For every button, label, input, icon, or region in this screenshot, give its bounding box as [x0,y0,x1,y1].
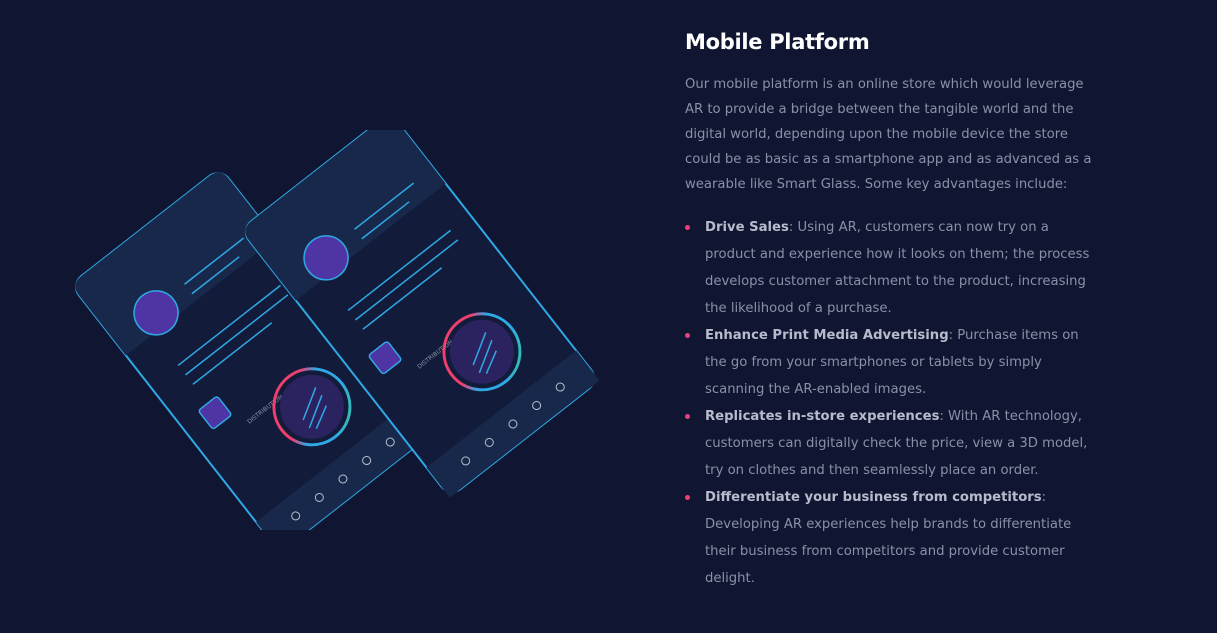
thumbnail-right [368,341,402,375]
bullet-text: : Using AR, customers can now try on a p… [705,220,1090,316]
avatar-right [303,235,349,281]
advantages-list: Drive Sales: Using AR, customers can now… [685,214,1095,592]
section-title: Mobile Platform [685,30,870,54]
transfer-icon [484,437,494,447]
list-item: Replicates in-store experiences: With AR… [685,403,1095,484]
menu-icon [555,382,565,392]
gear-icon [362,456,372,466]
gear-icon [532,401,542,411]
bullet-dot [685,333,690,338]
bullet-text: : Purchase items on the go from your sma… [705,328,1079,397]
content-column: Mobile Platform Our mobile platform is a… [685,28,1095,592]
transfer-icon [314,492,324,502]
section-intro: Our mobile platform is an online store w… [685,77,1092,192]
bullet-text: : With AR technology, customers can digi… [705,409,1088,478]
list-item: Drive Sales: Using AR, customers can now… [685,214,1095,322]
activity-icon [508,419,518,429]
phones-illustration: DISTRIBUTION DISTRIBUTION [75,130,600,530]
phone-right: DISTRIBUTION [245,130,600,498]
bullet-title: Differentiate your business from competi… [705,490,1042,505]
cloud-icon [461,456,471,466]
activity-icon [338,474,348,484]
thumbnail-left [198,396,232,430]
menu-icon [385,437,395,447]
list-item: Differentiate your business from competi… [685,484,1095,592]
bullet-title: Drive Sales [705,220,789,235]
bullet-title: Replicates in-store experiences [705,409,940,424]
cloud-icon [291,511,301,521]
bullet-text: : Developing AR experiences help brands … [705,490,1072,586]
bullet-title: Enhance Print Media Advertising [705,328,949,343]
bullet-dot [685,495,690,500]
avatar-left [133,290,179,336]
bullet-dot [685,414,690,419]
bullet-dot [685,225,690,230]
phone-left: DISTRIBUTION [75,172,430,530]
list-item: Enhance Print Media Advertising: Purchas… [685,322,1095,403]
